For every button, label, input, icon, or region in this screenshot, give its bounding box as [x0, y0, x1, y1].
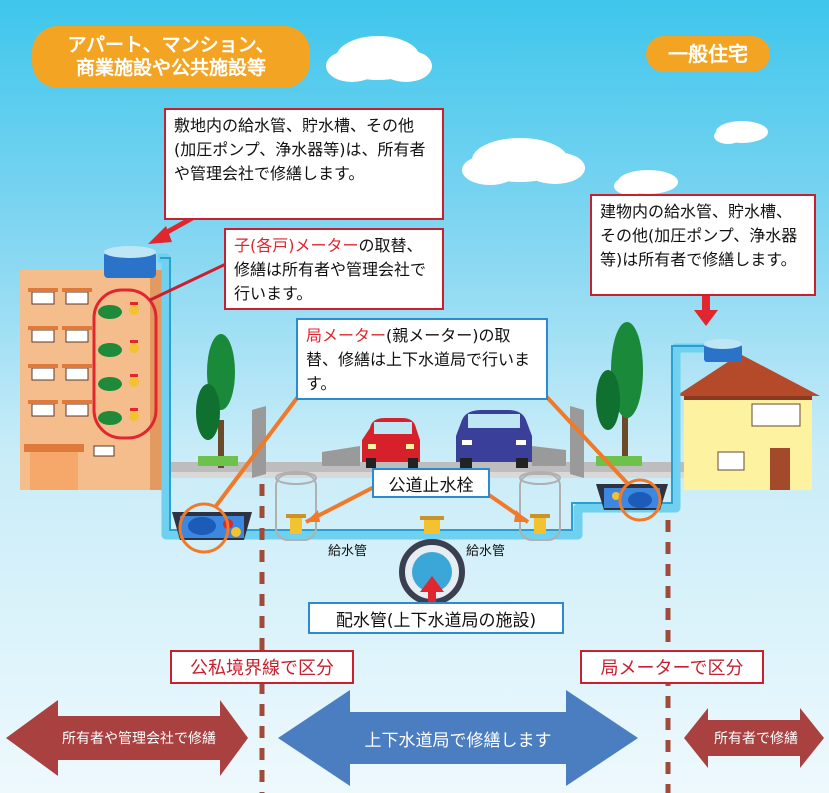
water-meter-icon [98, 302, 139, 425]
child-meter-emphasis: 子(各戸)メーター [234, 236, 359, 255]
bureau-meter-text: (親メーター)の取替、修繕は上下水道局で行います。 [306, 326, 531, 393]
water-tank-icon [104, 246, 156, 278]
road [160, 462, 690, 472]
valve-icon [275, 471, 317, 541]
bureau-meter-emphasis: 局メーター [306, 326, 387, 345]
child-meter-highlight [92, 288, 158, 440]
apartment-header-line1: アパート、マンション、 [67, 34, 275, 57]
child-meter-note: 子(各戸)メーターの取替、修繕は所有者や管理会社で行います。 [224, 228, 444, 310]
car-icon [456, 410, 532, 468]
house-header-label: 一般住宅 [668, 42, 748, 66]
owner-arrow-label: 所有者で修繕 [714, 731, 798, 747]
stop-valve-text: 公道止水栓 [388, 475, 474, 496]
stop-valve-label: 公道止水栓 [372, 468, 490, 498]
bureau-meter-highlight [178, 502, 230, 554]
valve-icon [519, 471, 561, 541]
tree-icon [196, 334, 238, 468]
owner-or-manager-arrow-label: 所有者や管理会社で修繕 [62, 731, 216, 747]
cloud-icon [326, 36, 432, 82]
house-icon [676, 354, 820, 490]
water-bureau-arrow [278, 690, 638, 786]
house-private-text: 建物内の給水管、貯水槽、その他(加圧ポンプ、浄水器等)は所有者で修繕します。 [600, 202, 798, 269]
owner-or-manager-arrow [6, 700, 248, 776]
apartment-header: アパート、マンション、 商業施設や公共施設等 [32, 26, 310, 88]
owner-arrow [684, 708, 824, 768]
water-meter-box [596, 484, 668, 510]
supply-pipe-left-label: 給水管 [328, 544, 368, 559]
boundary-meter-text: 局メーターで区分 [600, 658, 744, 679]
apartment-building-icon [20, 270, 162, 490]
cloud-icon [714, 121, 768, 144]
distribution-main-text: 配水管(上下水道局の施設) [335, 610, 537, 631]
water-bureau-arrow-label: 上下水道局で修繕します [364, 730, 552, 751]
valve-icon [420, 516, 444, 534]
water-tank-icon [704, 339, 742, 362]
car-icon [362, 418, 420, 468]
supply-pipe [158, 253, 704, 540]
bureau-meter-highlight [618, 478, 662, 522]
supply-pipe-right-label: 給水管 [466, 544, 506, 559]
tree-icon [596, 322, 643, 466]
distribution-main-pipe [399, 539, 465, 605]
distribution-main-label: 配水管(上下水道局の施設) [308, 602, 564, 634]
boundary-meter-label: 局メーターで区分 [580, 650, 764, 684]
boundary-private-label: 公私境界線で区分 [170, 650, 354, 684]
cloud-icon [462, 138, 585, 185]
cloud-icon [614, 170, 678, 195]
house-private-note: 建物内の給水管、貯水槽、その他(加圧ポンプ、浄水器等)は所有者で修繕します。 [590, 194, 816, 296]
house-header: 一般住宅 [646, 36, 770, 72]
apartment-private-note: 敷地内の給水管、貯水槽、その他(加圧ポンプ、浄水器等)は、所有者や管理会社で修繕… [164, 108, 444, 220]
bureau-meter-note: 局メーター(親メーター)の取替、修繕は上下水道局で行います。 [296, 318, 548, 400]
apartment-header-line2: 商業施設や公共施設等 [75, 57, 266, 79]
pointer-arrow [148, 213, 718, 612]
apartment-private-text: 敷地内の給水管、貯水槽、その他(加圧ポンプ、浄水器等)は、所有者や管理会社で修繕… [174, 116, 426, 183]
boundary-private-text: 公私境界線で区分 [190, 658, 334, 679]
child-meter-text: の取替、修繕は所有者や管理会社で行います。 [234, 236, 427, 303]
